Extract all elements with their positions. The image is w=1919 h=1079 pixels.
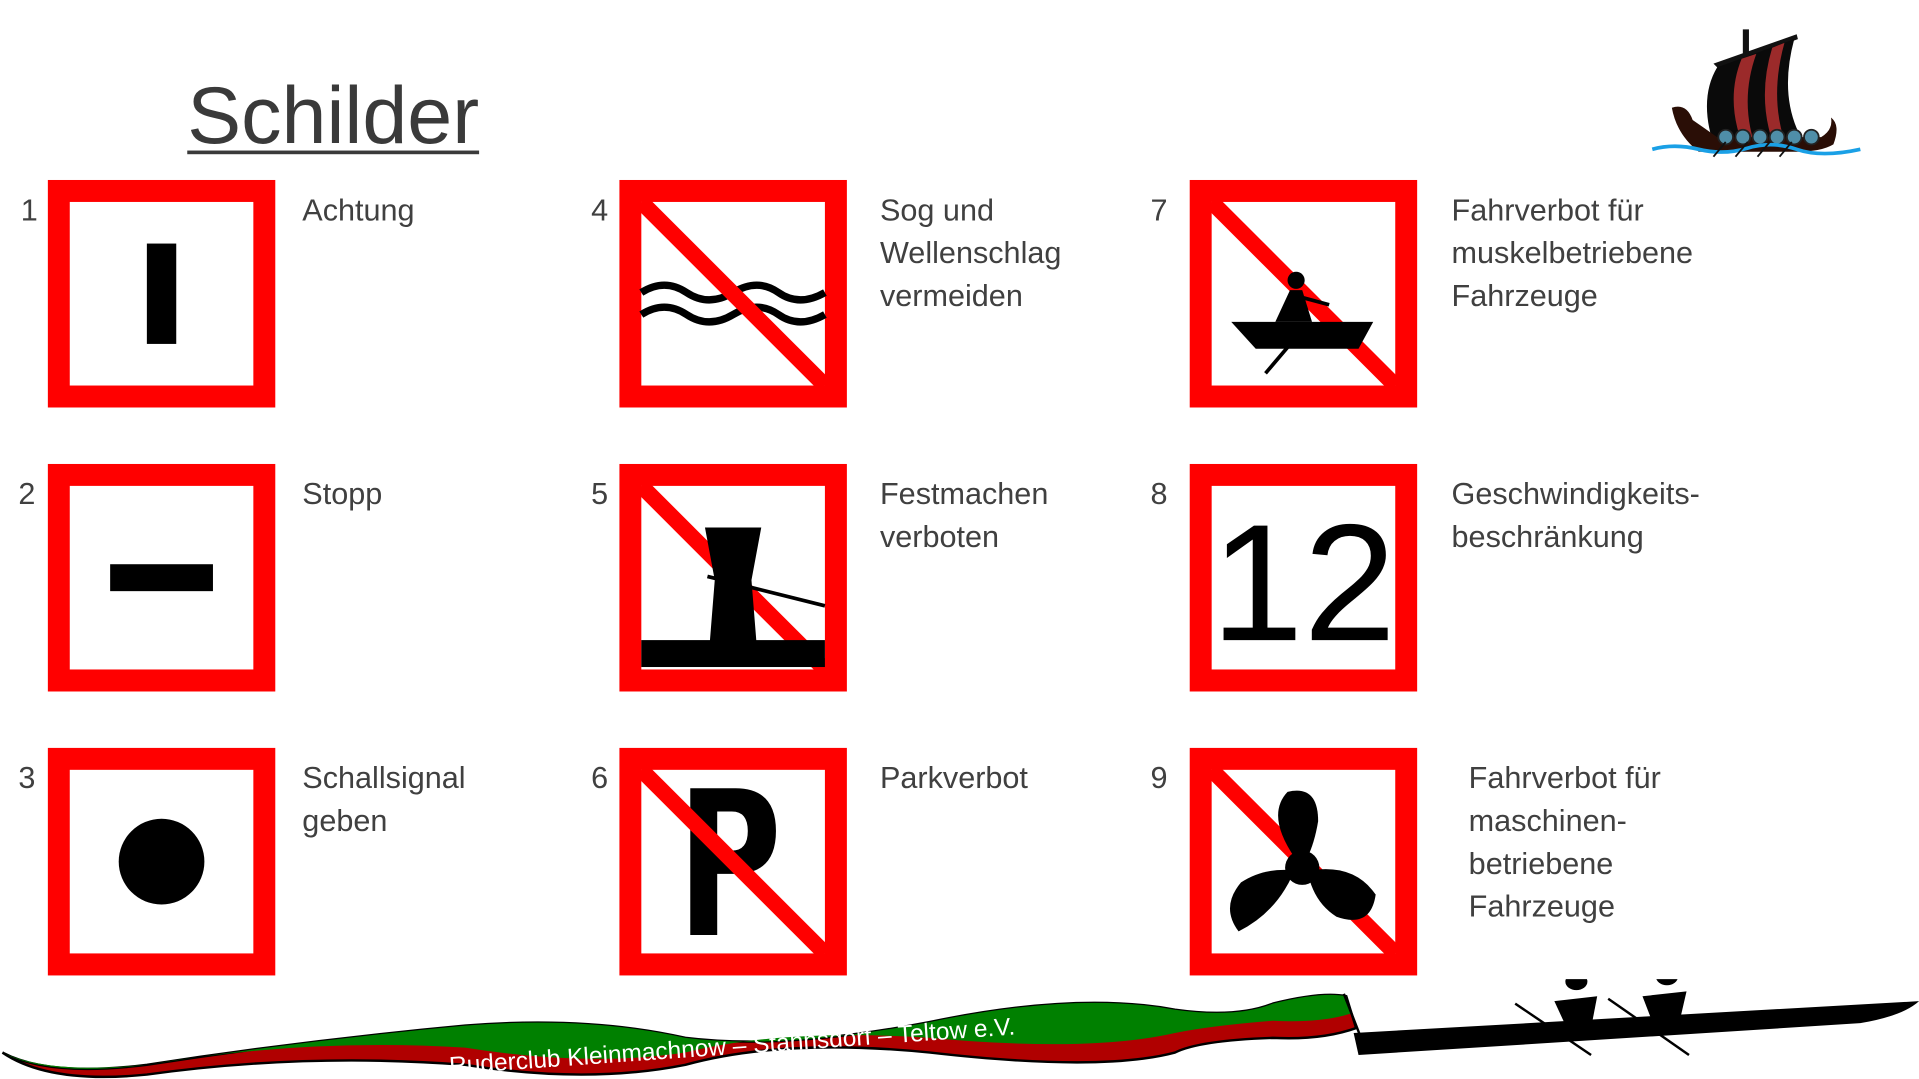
sign-sog-wellenschlag [619, 179, 847, 408]
sign-number: 2 [18, 477, 36, 512]
sign-stopp [47, 463, 276, 692]
sign-number: 9 [1150, 761, 1168, 796]
sign-label: Fahrverbot für maschinen- betriebene Fah… [1468, 761, 1661, 925]
prohibition-slash [1206, 196, 1401, 392]
sign-number: 4 [591, 193, 609, 228]
sign-parkverbot [619, 747, 847, 976]
sign-schallsignal [47, 747, 276, 976]
prohibition-slash [635, 196, 831, 392]
sign-number: 6 [591, 761, 609, 796]
propeller-icon [1229, 790, 1376, 932]
sign-label: Schallsignal geben [302, 761, 466, 839]
sign-label: Stopp [302, 477, 383, 512]
sign-geschwindigkeit: 12 [1189, 463, 1418, 692]
sign-label: Parkverbot [879, 761, 1028, 796]
vertical-bar-icon [146, 243, 177, 344]
sign-number: 5 [591, 477, 609, 512]
viking-ship-logo [1651, 29, 1861, 158]
sign-achtung [47, 179, 276, 408]
rowing-boat-icon [1353, 979, 1919, 1057]
prohibition-slash [635, 764, 831, 960]
horizontal-bar-icon [110, 564, 213, 592]
page-title: Schilder [187, 69, 480, 161]
sign-muskelbetrieben-verbot [1189, 179, 1418, 408]
sign-number: 7 [1150, 193, 1168, 228]
sign-festmachen-verboten [619, 463, 847, 692]
club-banner: Ruderclub Kleinmachnow – Stahnsdorf – Te… [1, 979, 1919, 1079]
sign-number: 3 [18, 761, 36, 796]
sign-label: Fahrverbot für muskelbetriebene Fahrzeug… [1451, 193, 1694, 314]
speed-limit-value: 12 [1211, 490, 1396, 676]
sign-label: Festmachen verboten [879, 477, 1049, 555]
sign-label: Achtung [302, 193, 415, 228]
sign-number: 8 [1150, 477, 1168, 512]
sign-maschinenbetrieben-verbot [1189, 747, 1418, 976]
sign-number: 1 [20, 193, 38, 228]
sign-label: Sog und Wellenschlag vermeiden [879, 193, 1062, 314]
bollard-icon [641, 527, 826, 668]
sign-label: Geschwindigkeits- beschränkung [1451, 477, 1700, 555]
dot-icon [118, 818, 205, 905]
rowboat-icon [1231, 271, 1374, 375]
